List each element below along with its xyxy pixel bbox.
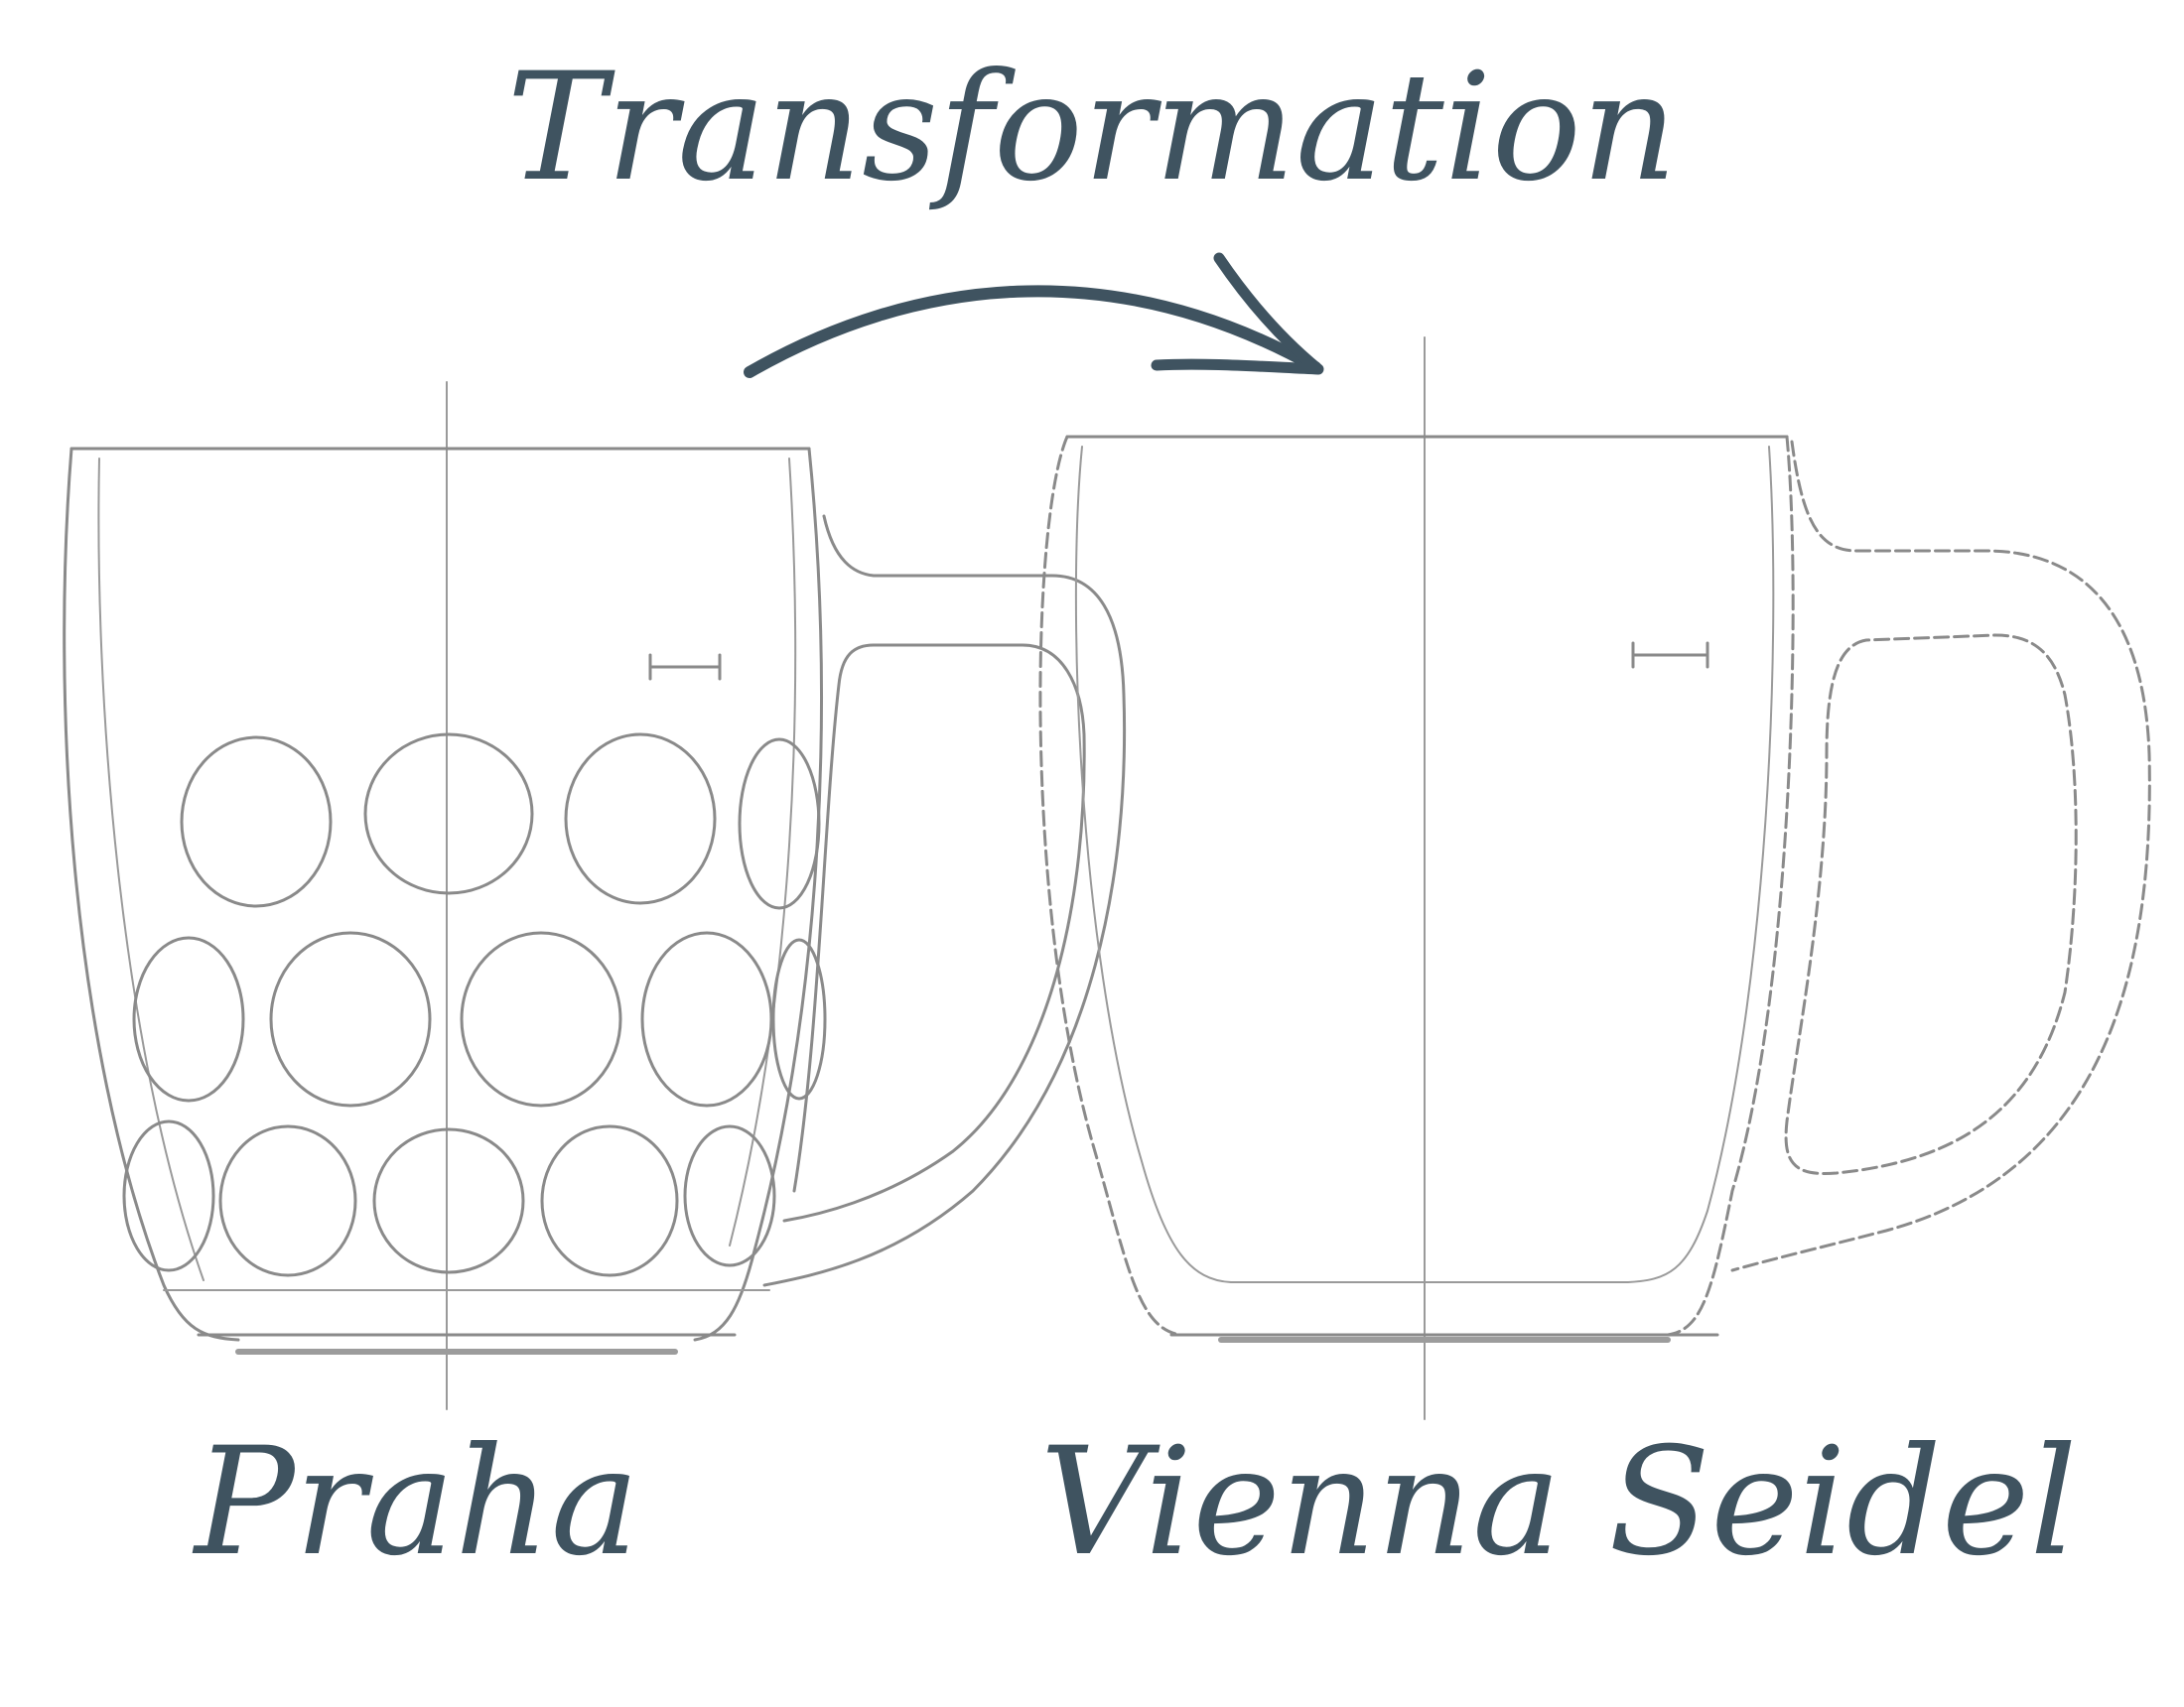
praha-dimple <box>132 936 245 1103</box>
praha-right-wall <box>693 447 823 1342</box>
vienna-handle-inner <box>1784 633 2078 1175</box>
praha-left-inner-wall <box>97 458 205 1281</box>
vienna-right-inner-wall <box>1627 446 1775 1283</box>
vienna-handle-outer <box>1730 440 2151 1272</box>
praha-left-wall <box>63 447 240 1342</box>
vienna-fill-mark <box>1631 641 1709 669</box>
praha-dimple <box>564 732 717 905</box>
vienna-seidel-label: Vienna Seidel <box>1039 1416 2077 1589</box>
praha-dimple <box>771 938 827 1101</box>
diagram-title: Transformation <box>506 42 1677 214</box>
praha-handle-inner-left <box>792 643 876 1193</box>
praha-dimple <box>180 735 333 908</box>
vienna-left-inner-wall <box>1074 446 1232 1283</box>
praha-handle-outer <box>762 514 1127 1287</box>
vienna-seidel-mug-sketch <box>1038 336 2151 1420</box>
praha-dimple <box>122 1119 215 1272</box>
arrow-shaft <box>744 285 1321 378</box>
transformation-arrow <box>744 252 1324 378</box>
praha-dimple <box>372 1127 525 1274</box>
praha-dimple <box>218 1124 357 1277</box>
vienna-left-wall <box>1038 435 1183 1337</box>
praha-fill-mark <box>648 653 722 681</box>
vienna-right-wall <box>1666 435 1795 1337</box>
praha-dimple <box>640 931 773 1108</box>
praha-handle-inner <box>782 643 1086 1223</box>
praha-dimple <box>363 732 534 895</box>
praha-dimple <box>738 737 821 910</box>
praha-right-inner-wall <box>729 458 797 1247</box>
praha-label: Praha <box>192 1416 639 1589</box>
praha-dimple <box>540 1124 679 1277</box>
praha-dimple <box>460 931 622 1108</box>
praha-mug-sketch <box>63 381 1127 1410</box>
praha-dimple <box>269 931 432 1108</box>
arrow-head <box>1151 252 1324 375</box>
praha-dimple <box>683 1124 776 1267</box>
